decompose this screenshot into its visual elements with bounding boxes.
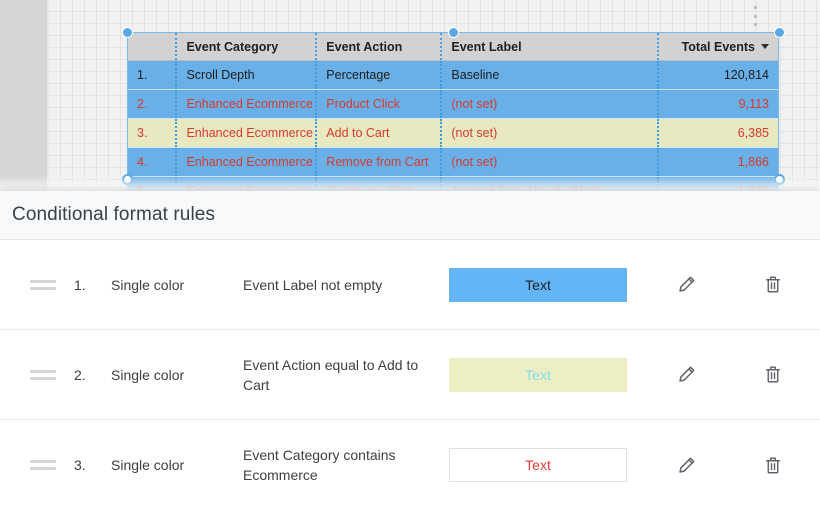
table-cell-index: 3. bbox=[128, 119, 175, 147]
table-cell-total-events: 1,220 bbox=[659, 177, 778, 192]
table-cell-event-category: Enhanced Ecommerce bbox=[177, 148, 315, 176]
table-cell-index: 2. bbox=[128, 90, 175, 118]
rule-row[interactable]: 2.Single colorEvent Action equal to Add … bbox=[0, 330, 820, 420]
rule-actions bbox=[673, 452, 798, 478]
dialog-header: Conditional format rules bbox=[0, 191, 820, 240]
table-row[interactable]: 2.Enhanced EcommerceProduct Click(not se… bbox=[128, 90, 778, 119]
selection-handle-top-left[interactable] bbox=[122, 27, 133, 38]
table-cell-event-category: Scroll Depth bbox=[177, 61, 315, 89]
page-title: Conditional format rules bbox=[12, 204, 215, 226]
table-cell-event-label: (not set) bbox=[442, 90, 656, 118]
header-cell-event-label[interactable]: Event Label bbox=[442, 33, 656, 60]
table-cell-index: 4. bbox=[128, 148, 175, 176]
rule-type: Single color bbox=[111, 367, 243, 383]
table-cell-event-category: Enhanced Ecommerce bbox=[177, 90, 315, 118]
rule-type: Single color bbox=[111, 457, 243, 473]
more-vert-icon[interactable] bbox=[748, 5, 762, 27]
report-canvas: Event Category Event Action Event Label … bbox=[0, 0, 820, 196]
table-cell-total-events: 9,113 bbox=[659, 90, 778, 118]
header-total-events-label: Total Events bbox=[682, 40, 755, 54]
table-row[interactable]: 1.Scroll DepthPercentageBaseline120,814 bbox=[128, 61, 778, 90]
report-table[interactable]: Event Category Event Action Event Label … bbox=[127, 32, 779, 192]
header-cell-total-events[interactable]: Total Events bbox=[659, 33, 778, 60]
rule-description: Event Category contains Ecommerce bbox=[243, 445, 449, 485]
header-cell-index bbox=[128, 33, 175, 60]
table-cell-event-action: Percentage bbox=[317, 61, 440, 89]
table-cell-index: 5. bbox=[128, 177, 175, 192]
rule-number: 1. bbox=[56, 277, 111, 293]
header-cell-event-category[interactable]: Event Category bbox=[177, 33, 315, 60]
selection-handle-top-right[interactable] bbox=[774, 27, 785, 38]
table-cell-total-events: 120,814 bbox=[659, 61, 778, 89]
table-cell-event-label: Baseline bbox=[442, 61, 656, 89]
table-cell-event-action: Add to Cart bbox=[317, 119, 440, 147]
pencil-icon[interactable] bbox=[673, 452, 699, 478]
pencil-icon[interactable] bbox=[673, 272, 699, 298]
rule-type: Single color bbox=[111, 277, 243, 293]
rule-actions bbox=[673, 362, 798, 388]
table-cell-event-category: Enhanced Ecommerce bbox=[177, 119, 315, 147]
rule-description: Event Action equal to Add to Cart bbox=[243, 355, 449, 395]
table-cell-event-action: Product Click bbox=[317, 90, 440, 118]
table-cell-total-events: 6,385 bbox=[659, 119, 778, 147]
table-cell-event-action: Quickview Click bbox=[317, 177, 440, 192]
table-cell-event-label: (not set) bbox=[442, 148, 656, 176]
rule-row[interactable]: 3.Single colorEvent Category contains Ec… bbox=[0, 420, 820, 510]
conditional-format-rules-dialog: Conditional format rules 1.Single colorE… bbox=[0, 191, 820, 524]
drag-handle-icon[interactable] bbox=[30, 460, 56, 470]
sort-descending-icon[interactable] bbox=[761, 44, 769, 49]
table-row[interactable]: 4.Enhanced EcommerceRemove from Cart(not… bbox=[128, 148, 778, 177]
rule-number: 3. bbox=[56, 457, 111, 473]
rule-row[interactable]: 1.Single colorEvent Label not emptyText bbox=[0, 240, 820, 330]
trash-icon[interactable] bbox=[760, 452, 786, 478]
table-cell-index: 1. bbox=[128, 61, 175, 89]
drag-handle-icon[interactable] bbox=[30, 280, 56, 290]
rule-actions bbox=[673, 272, 798, 298]
trash-icon[interactable] bbox=[760, 272, 786, 298]
selection-handle-top-middle[interactable] bbox=[448, 27, 459, 38]
table-row[interactable]: 3.Enhanced EcommerceAdd to Cart(not set)… bbox=[128, 119, 778, 148]
table-row[interactable]: 5.Enhanced EcommerceQuickview ClickAndro… bbox=[128, 177, 778, 192]
table-cell-event-label: (not set) bbox=[442, 119, 656, 147]
rules-list: 1.Single colorEvent Label not emptyText2… bbox=[0, 240, 820, 510]
table-cell-total-events: 1,866 bbox=[659, 148, 778, 176]
rule-color-preview[interactable]: Text bbox=[449, 268, 627, 302]
selection-handle-bottom-right[interactable] bbox=[774, 174, 785, 185]
table-cell-event-category: Enhanced Ecommerce bbox=[177, 177, 315, 192]
trash-icon[interactable] bbox=[760, 362, 786, 388]
table-cell-event-action: Remove from Cart bbox=[317, 148, 440, 176]
rule-description: Event Label not empty bbox=[243, 275, 449, 295]
selection-handle-bottom-left[interactable] bbox=[122, 174, 133, 185]
table-cell-event-label: Android Tone Hoodie Black bbox=[442, 177, 656, 192]
rule-color-preview[interactable]: Text bbox=[449, 448, 627, 482]
rule-color-preview[interactable]: Text bbox=[449, 358, 627, 392]
rule-number: 2. bbox=[56, 367, 111, 383]
drag-handle-icon[interactable] bbox=[30, 370, 56, 380]
header-cell-event-action[interactable]: Event Action bbox=[317, 33, 440, 60]
pencil-icon[interactable] bbox=[673, 362, 699, 388]
table-body: 1.Scroll DepthPercentageBaseline120,8142… bbox=[128, 61, 778, 192]
canvas-left-gutter bbox=[0, 0, 47, 196]
